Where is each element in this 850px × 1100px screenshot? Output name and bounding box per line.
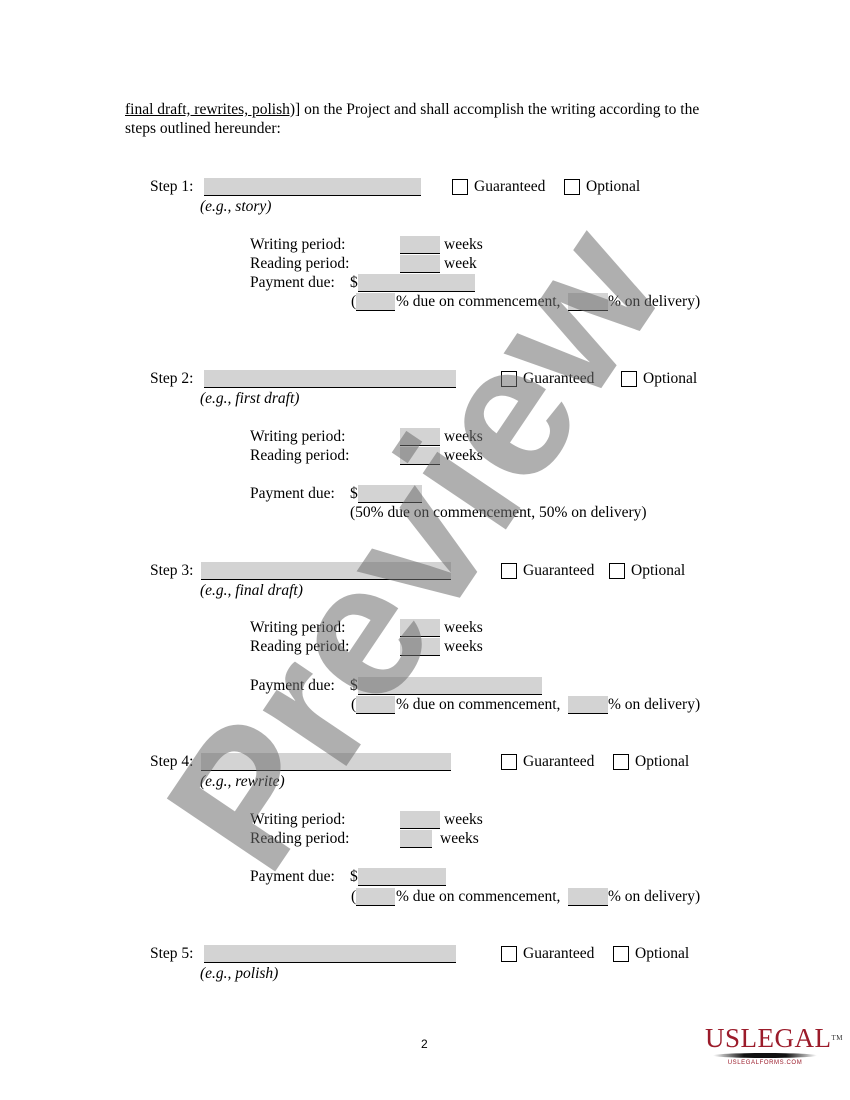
step-4-writing-weeks-field[interactable] [400, 811, 440, 829]
step-4-guaranteed-label: Guaranteed [523, 753, 595, 770]
step-3-dollar-sign: $ [350, 677, 358, 694]
step-3-example: (e.g., final draft) [200, 582, 303, 599]
step-4-writing-unit: weeks [444, 811, 483, 828]
step-4-payment-label: Payment due: [250, 868, 335, 885]
step-3-commencement-label: % due on commencement, [396, 696, 561, 713]
step-2-reading-label: Reading period: [250, 447, 350, 464]
step-1-writing-weeks-field[interactable] [400, 236, 440, 254]
intro-underlined: final draft, rewrites, polish)] [125, 101, 301, 118]
intro-line-2: steps outlined hereunder: [125, 120, 281, 137]
step-3-reading-label: Reading period: [250, 638, 350, 655]
step-2-optional-checkbox[interactable] [621, 371, 637, 387]
step-3-payment-field[interactable] [358, 677, 542, 695]
step-4-guaranteed-checkbox[interactable] [501, 754, 517, 770]
intro-line-1: final draft, rewrites, polish)] on the P… [125, 101, 699, 119]
step-4-reading-weeks-field[interactable] [400, 830, 432, 848]
step-4-delivery-pct-field[interactable] [568, 888, 608, 906]
step-3-label: Step 3: [150, 562, 194, 579]
step-1-dollar-sign: $ [350, 274, 358, 291]
step-1-payment-field[interactable] [358, 274, 475, 292]
step-1-commencement-pct-field[interactable] [356, 293, 395, 311]
step-4-example: (e.g., rewrite) [200, 773, 285, 790]
step-3-payment-label: Payment due: [250, 677, 335, 694]
step-5-example: (e.g., polish) [200, 965, 279, 982]
step-1-writing-label: Writing period: [250, 236, 346, 253]
step-1-guaranteed-label: Guaranteed [474, 178, 546, 195]
step-4-payment-field[interactable] [358, 868, 446, 886]
step-4-dollar-sign: $ [350, 868, 358, 885]
step-2-reading-unit: weeks [444, 447, 483, 464]
step-1-optional-label: Optional [586, 178, 641, 195]
step-4-delivery-label: % on delivery) [608, 888, 701, 905]
step-2-payment-split: (50% due on commencement, 50% on deliver… [350, 504, 647, 521]
step-3-title-field[interactable] [201, 562, 451, 580]
logo-tm: TM [831, 1034, 843, 1042]
step-5-label: Step 5: [150, 945, 194, 962]
step-1-reading-unit: week [444, 255, 477, 272]
intro-line-1-rest: on the Project and shall accomplish the … [300, 101, 700, 118]
step-2-payment-label: Payment due: [250, 485, 335, 502]
step-3-guaranteed-label: Guaranteed [523, 562, 595, 579]
step-3-delivery-pct-field[interactable] [568, 696, 608, 714]
step-4-reading-unit: weeks [440, 830, 479, 847]
step-1-payment-label: Payment due: [250, 274, 335, 291]
step-4-writing-label: Writing period: [250, 811, 346, 828]
step-1-optional-checkbox[interactable] [564, 179, 580, 195]
step-2-guaranteed-label: Guaranteed [523, 370, 595, 387]
step-3-delivery-label: % on delivery) [608, 696, 701, 713]
step-3-optional-checkbox[interactable] [609, 563, 625, 579]
step-4-label: Step 4: [150, 753, 194, 770]
step-1-commencement-label: % due on commencement, [396, 293, 561, 310]
step-1-pct-open: ( [351, 293, 357, 310]
step-1-title-field[interactable] [204, 178, 421, 196]
step-3-commencement-pct-field[interactable] [356, 696, 395, 714]
step-2-reading-weeks-field[interactable] [400, 447, 440, 465]
step-5-guaranteed-label: Guaranteed [523, 945, 595, 962]
uslegal-logo: USLEGALTM USLEGALFORMS.COM [705, 1024, 843, 1066]
step-5-optional-label: Optional [635, 945, 690, 962]
step-3-pct-open: ( [351, 696, 357, 713]
step-2-writing-label: Writing period: [250, 428, 346, 445]
step-1-delivery-label: % on delivery) [608, 293, 701, 310]
step-2-label: Step 2: [150, 370, 194, 387]
step-4-commencement-label: % due on commencement, [396, 888, 561, 905]
step-5-guaranteed-checkbox[interactable] [501, 946, 517, 962]
step-1-writing-unit: weeks [444, 236, 483, 253]
step-3-writing-weeks-field[interactable] [400, 619, 440, 637]
logo-brand: USLEGAL [705, 1023, 832, 1053]
step-2-payment-field[interactable] [358, 485, 422, 503]
step-4-commencement-pct-field[interactable] [356, 888, 395, 906]
step-2-optional-label: Optional [643, 370, 698, 387]
step-1-delivery-pct-field[interactable] [568, 293, 608, 311]
step-1-guaranteed-checkbox[interactable] [452, 179, 468, 195]
step-4-optional-checkbox[interactable] [613, 754, 629, 770]
step-1-reading-label: Reading period: [250, 255, 350, 272]
step-1-example: (e.g., story) [200, 198, 272, 215]
step-1-reading-weeks-field[interactable] [400, 255, 440, 273]
logo-site: USLEGALFORMS.COM [727, 1060, 803, 1066]
step-4-optional-label: Optional [635, 753, 690, 770]
step-5-title-field[interactable] [204, 945, 456, 963]
step-4-pct-open: ( [351, 888, 357, 905]
page-number: 2 [421, 1037, 428, 1051]
step-5-optional-checkbox[interactable] [613, 946, 629, 962]
eagle-wing-icon [713, 1053, 817, 1058]
step-2-title-field[interactable] [204, 370, 456, 388]
step-3-writing-unit: weeks [444, 619, 483, 636]
step-1-label: Step 1: [150, 178, 194, 195]
step-3-guaranteed-checkbox[interactable] [501, 563, 517, 579]
step-4-reading-label: Reading period: [250, 830, 350, 847]
step-2-writing-unit: weeks [444, 428, 483, 445]
step-3-reading-weeks-field[interactable] [400, 638, 440, 656]
step-2-example: (e.g., first draft) [200, 390, 300, 407]
step-3-writing-label: Writing period: [250, 619, 346, 636]
step-4-title-field[interactable] [201, 753, 451, 771]
step-2-writing-weeks-field[interactable] [400, 428, 440, 446]
step-2-guaranteed-checkbox[interactable] [501, 371, 517, 387]
step-3-reading-unit: weeks [444, 638, 483, 655]
step-3-optional-label: Optional [631, 562, 686, 579]
step-2-dollar-sign: $ [350, 485, 358, 502]
